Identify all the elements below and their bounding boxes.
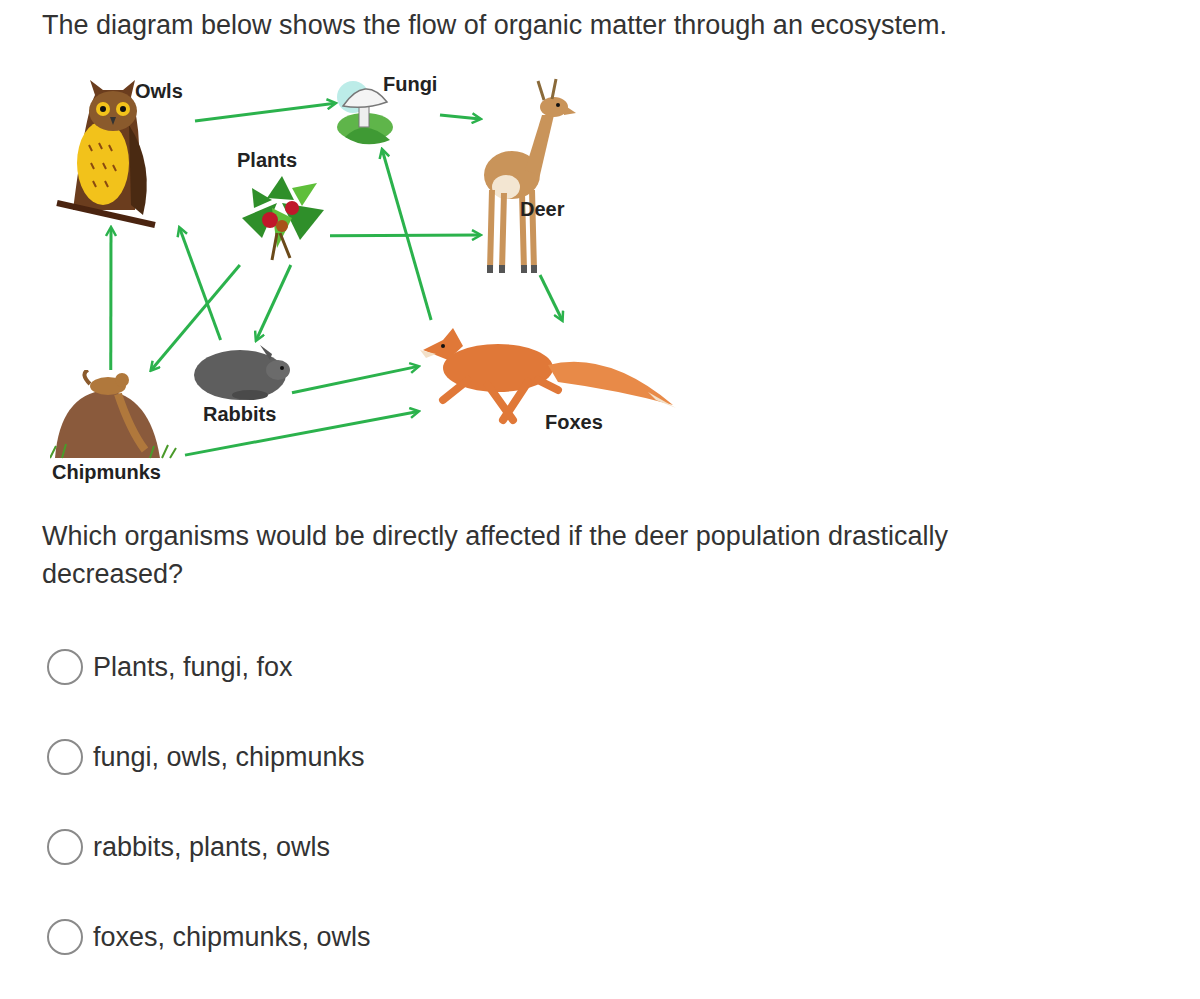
organism-label: Chipmunks: [52, 460, 161, 484]
plants-node: Plants: [232, 148, 330, 265]
radio-button: [48, 740, 82, 774]
flow-arrow: [440, 115, 480, 119]
fox-node: Foxes: [418, 320, 680, 442]
flow-arrow: [256, 265, 291, 340]
answer-option: Plants, fungi, fox: [93, 648, 293, 686]
question-text: Which organisms would be directly affect…: [42, 517, 1072, 593]
flow-arrow: [109, 228, 112, 370]
radio-button: [48, 650, 82, 684]
answer-option: rabbits, plants, owls: [93, 828, 330, 866]
radio-button: [48, 920, 82, 954]
heading: The diagram below shows the flow of orga…: [42, 6, 947, 44]
fungi-node: Fungi: [335, 72, 440, 150]
organism-label: Plants: [237, 148, 297, 172]
owl-node: Owls: [55, 75, 195, 228]
chipmunk-node: Chipmunks: [50, 370, 185, 485]
flow-arrow: [540, 275, 562, 320]
flow-arrow: [292, 366, 418, 392]
flow-arrow: [382, 150, 431, 320]
flow-arrow: [180, 228, 221, 340]
organism-label: Fungi: [383, 72, 437, 96]
organism-picture: [480, 75, 580, 275]
answer-option: foxes, chipmunks, owls: [93, 918, 371, 956]
organism-label: Owls: [135, 79, 183, 103]
organism-label: Deer: [520, 197, 564, 221]
rabbit-node: Rabbits: [190, 340, 292, 428]
deer-node: Deer: [480, 75, 580, 275]
radio-button: [48, 830, 82, 864]
answer-option: fungi, owls, chipmunks: [93, 738, 365, 776]
organism-label: Foxes: [545, 410, 603, 434]
flow-arrow: [195, 103, 335, 121]
organism-label: Rabbits: [203, 402, 276, 426]
